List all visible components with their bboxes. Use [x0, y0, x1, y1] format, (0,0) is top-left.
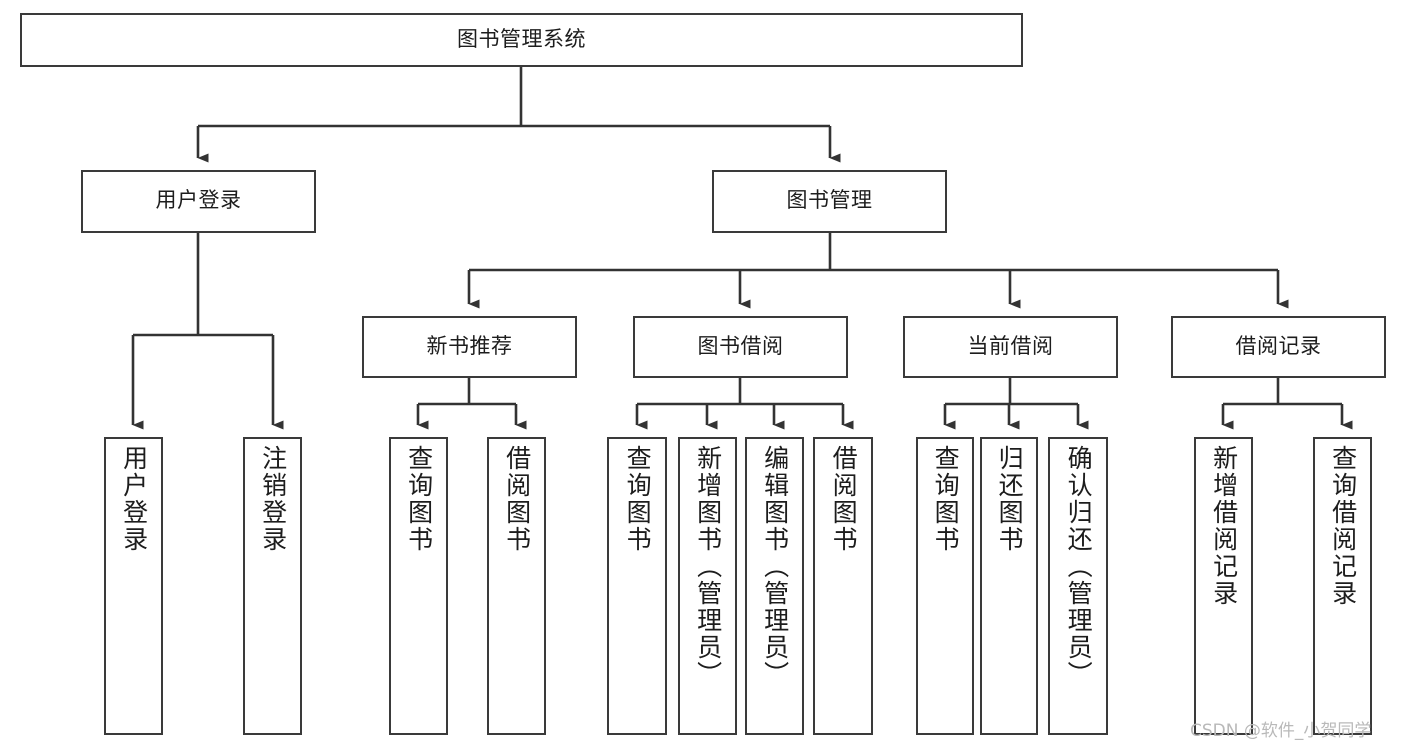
node-current-borrow-label: 当前借阅	[967, 334, 1054, 358]
node-user-logout-leaf-label: 注销登录	[258, 445, 287, 553]
node-query-book-1-label: 查询图书	[404, 445, 433, 553]
node-user-logout-leaf[interactable]: 注销登录	[243, 437, 302, 735]
node-borrow-book-2-label: 借阅图书	[829, 445, 858, 553]
node-query-book-3-label: 查询图书	[931, 445, 960, 553]
node-root[interactable]: 图书管理系统	[20, 13, 1023, 67]
node-add-book-admin-label: 新增图书（管理员）	[693, 445, 722, 688]
node-borrow-record[interactable]: 借阅记录	[1171, 316, 1386, 378]
node-root-label: 图书管理系统	[457, 27, 586, 51]
node-confirm-return-admin-label: 确认归还（管理员）	[1064, 445, 1093, 688]
node-query-borrow-record-label: 查询借阅记录	[1328, 445, 1357, 607]
node-user-login-label: 用户登录	[155, 189, 242, 213]
node-user-login-leaf-label: 用户登录	[119, 445, 148, 553]
node-query-book-1[interactable]: 查询图书	[389, 437, 448, 735]
node-query-book-2-label: 查询图书	[623, 445, 652, 553]
node-borrow-record-label: 借阅记录	[1235, 334, 1322, 358]
node-query-book-2[interactable]: 查询图书	[607, 437, 667, 735]
node-book-manage[interactable]: 图书管理	[712, 170, 947, 233]
node-current-borrow[interactable]: 当前借阅	[903, 316, 1118, 378]
node-borrow-book-1-label: 借阅图书	[502, 445, 531, 553]
node-book-borrow[interactable]: 图书借阅	[633, 316, 848, 378]
node-return-book[interactable]: 归还图书	[980, 437, 1038, 735]
node-borrow-book-2[interactable]: 借阅图书	[813, 437, 873, 735]
node-query-borrow-record[interactable]: 查询借阅记录	[1313, 437, 1372, 735]
node-book-borrow-label: 图书借阅	[697, 334, 784, 358]
node-user-login-leaf[interactable]: 用户登录	[104, 437, 163, 735]
node-borrow-book-1[interactable]: 借阅图书	[487, 437, 546, 735]
node-return-book-label: 归还图书	[995, 445, 1024, 553]
node-add-borrow-record[interactable]: 新增借阅记录	[1194, 437, 1253, 735]
node-book-manage-label: 图书管理	[786, 189, 873, 213]
node-edit-book-admin[interactable]: 编辑图书（管理员）	[745, 437, 804, 735]
node-add-borrow-record-label: 新增借阅记录	[1209, 445, 1238, 607]
node-new-book-recommend[interactable]: 新书推荐	[362, 316, 577, 378]
node-user-login[interactable]: 用户登录	[81, 170, 316, 233]
node-confirm-return-admin[interactable]: 确认归还（管理员）	[1048, 437, 1108, 735]
node-add-book-admin[interactable]: 新增图书（管理员）	[678, 437, 737, 735]
csdn-watermark: CSDN @软件_小贺同学	[1190, 721, 1372, 741]
node-edit-book-admin-label: 编辑图书（管理员）	[760, 445, 789, 688]
node-query-book-3[interactable]: 查询图书	[916, 437, 974, 735]
node-new-book-recommend-label: 新书推荐	[426, 334, 513, 358]
